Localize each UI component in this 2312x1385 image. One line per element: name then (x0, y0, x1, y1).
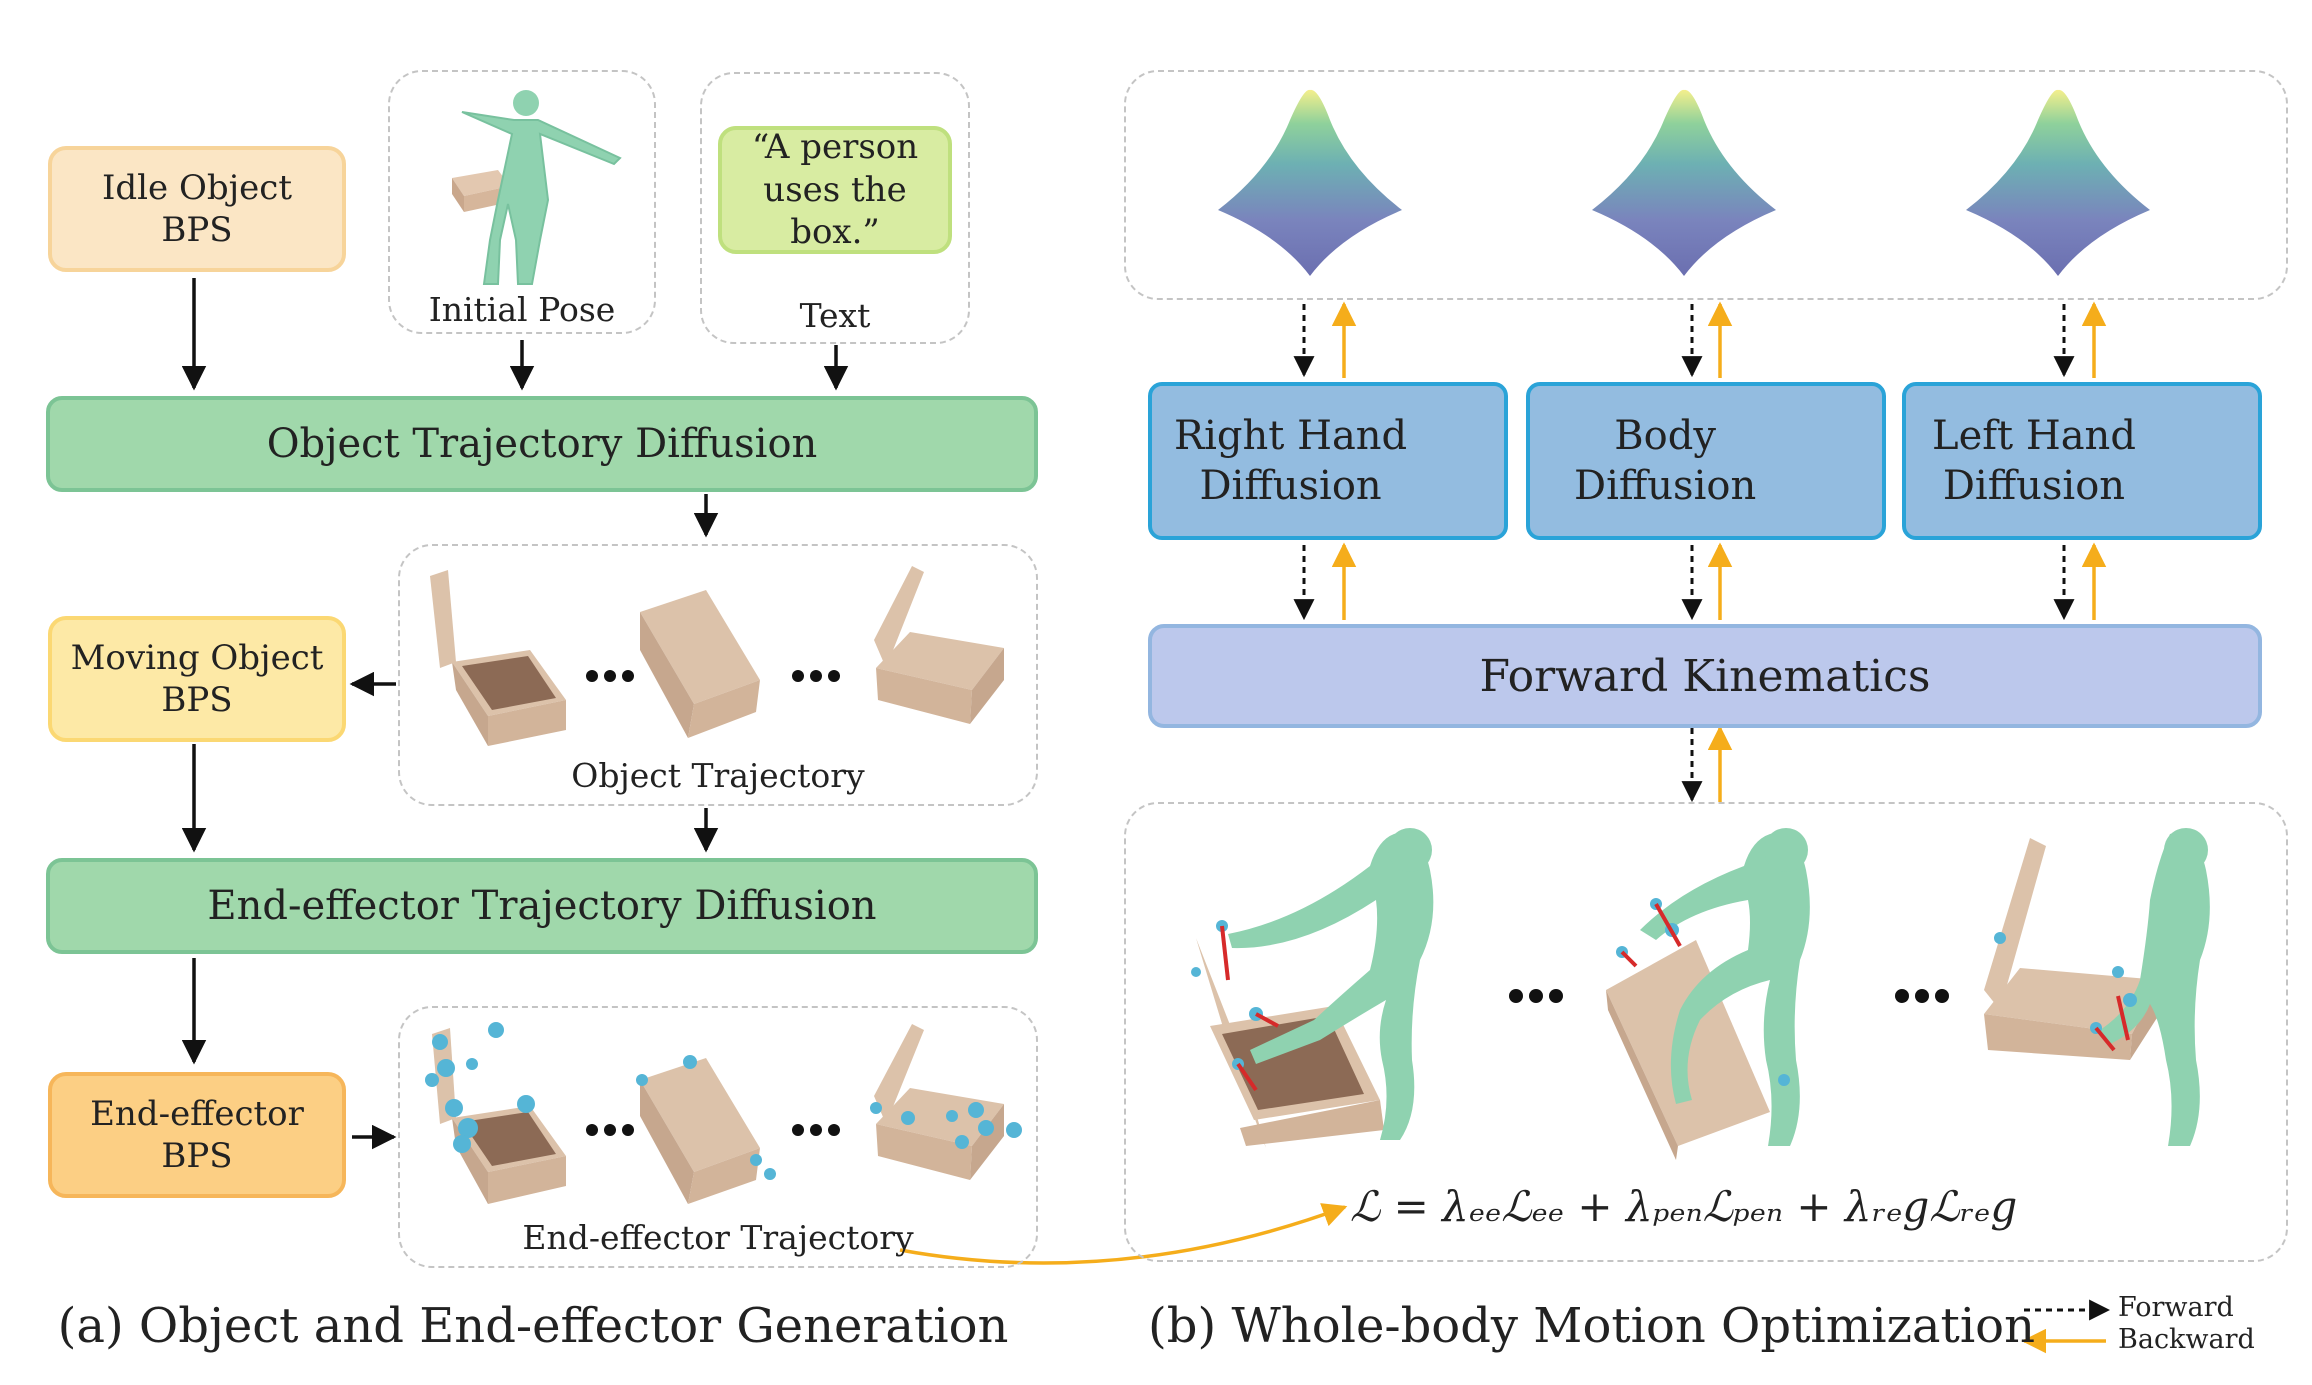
object-trajectory-diffusion-label: Object Trajectory Diffusion (266, 421, 818, 467)
object-trajectory-caption: Object Trajectory (571, 756, 865, 795)
distribution-container (1124, 70, 2288, 300)
left-panel-title: (a) Object and End-effector Generation (57, 1298, 1009, 1354)
body-diffusion-label: Body Diffusion (1574, 413, 1757, 509)
moving-object-bps-box: Moving Object BPS (48, 616, 346, 742)
left-hand-diffusion-box: Left Hand Diffusion (1902, 382, 2262, 540)
text-prompt-box: “A person uses the box.” (718, 126, 952, 254)
idle-object-bps-box: Idle Object BPS (48, 146, 346, 272)
end-effector-trajectory-diffusion-label: End-effector Trajectory Diffusion (207, 883, 877, 929)
text-prompt-label: “A person uses the box.” (751, 127, 919, 253)
object-trajectory-container (398, 544, 1038, 806)
loss-equation: ℒ = λₑₑℒₑₑ + λₚₑₙℒₚₑₙ + λᵣₑgℒᵣₑg (1350, 1182, 2018, 1231)
object-trajectory-diffusion-box: Object Trajectory Diffusion (46, 396, 1038, 492)
motion-container (1124, 802, 2288, 1262)
forward-kinematics-label: Forward Kinematics (1479, 650, 1931, 702)
right-panel-title: (b) Whole-body Motion Optimization (1148, 1298, 2035, 1354)
end-effector-bps-label: End-effector BPS (90, 1093, 304, 1177)
idle-object-bps-label: Idle Object BPS (101, 167, 292, 251)
legend-backward-label: Backward (2118, 1324, 2255, 1355)
initial-pose-container (388, 70, 656, 334)
moving-object-bps-label: Moving Object BPS (70, 637, 324, 721)
initial-pose-caption: Initial Pose (428, 290, 616, 329)
right-hand-diffusion-box: Right Hand Diffusion (1148, 382, 1508, 540)
end-effector-trajectory-caption: End-effector Trajectory (522, 1218, 914, 1257)
end-effector-bps-box: End-effector BPS (48, 1072, 346, 1198)
end-effector-trajectory-diffusion-box: End-effector Trajectory Diffusion (46, 858, 1038, 954)
body-diffusion-box: Body Diffusion (1526, 382, 1886, 540)
left-hand-diffusion-label: Left Hand Diffusion (1932, 413, 2136, 509)
right-hand-diffusion-label: Right Hand Diffusion (1174, 413, 1408, 509)
text-container (700, 72, 970, 344)
end-effector-trajectory-container (398, 1006, 1038, 1268)
legend-forward-label: Forward (2118, 1292, 2234, 1323)
text-caption: Text (799, 296, 871, 335)
forward-kinematics-box: Forward Kinematics (1148, 624, 2262, 728)
